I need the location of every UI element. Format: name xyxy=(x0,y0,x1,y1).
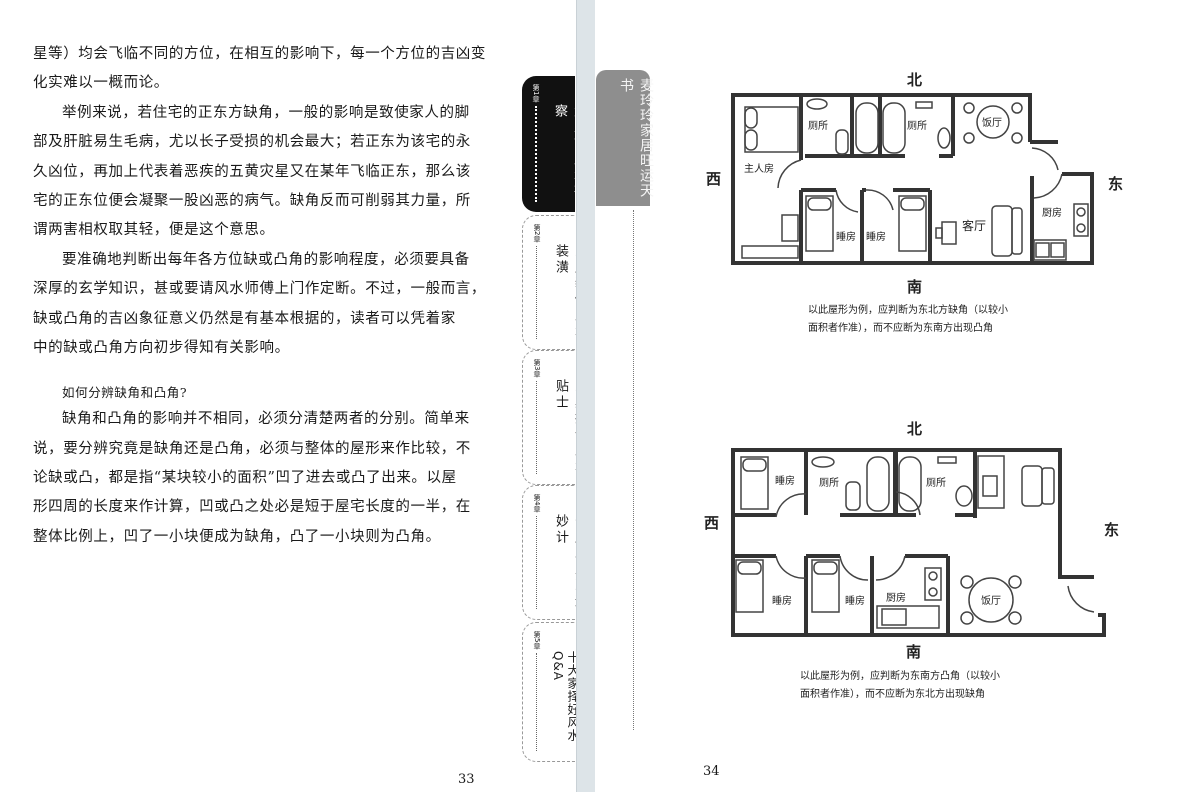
section-heading: 如何分辨缺角和凸角? xyxy=(62,385,188,401)
chapter-number: 第5章 xyxy=(533,631,541,650)
text-line: 部及肝脏易生毛病，尤以长子受损的机会最大；若正东为该宅的永 xyxy=(33,134,471,151)
chapter-number: 第4章 xyxy=(533,494,541,513)
chapter-number: 第2章 xyxy=(533,224,541,243)
room-label: 睡房 xyxy=(866,230,886,243)
compass-north: 北 xyxy=(907,420,922,438)
text-line: 宅的正东位便会凝聚一股凶恶的病气。缺角反而可削弱其力量，所 xyxy=(33,192,471,209)
compass-west: 西 xyxy=(706,170,721,188)
caption-line: 以此屋形为例，应判断为东北方缺角（以较小 xyxy=(808,305,1008,316)
room-label: 睡房 xyxy=(775,474,795,487)
text-line: 化实难以一概而论。 xyxy=(33,75,169,92)
page-number: 33 xyxy=(458,772,475,787)
plan2-walls xyxy=(731,448,1106,637)
text-line: 举例来说，若住宅的正东方缺角，一般的影响是致使家人的脚 xyxy=(62,104,470,121)
body-text: 星等）均会飞临不同的方位，在相互的影响下，每一个方位的吉凶变 化实难以一概而论。… xyxy=(33,40,486,552)
text-line: 说，要分辨究竟是缺角还是凸角，必须与整体的屋形来作比较，不 xyxy=(33,440,471,457)
book-title-tab: 麦玲玲家居旺运天书 xyxy=(596,70,654,206)
room-label: 睡房 xyxy=(772,594,792,607)
chapter-number: 第3章 xyxy=(533,359,541,378)
plan1-walls xyxy=(731,93,1094,265)
text-line: 缺或凸角的吉凶象征意义仍然是有基本根据的，读者可以凭着家 xyxy=(33,310,456,327)
room-label: 主人房 xyxy=(744,162,774,175)
chapter-tab-1[interactable]: 第1章 置业前风水勘察 xyxy=(522,76,586,212)
compass-south: 南 xyxy=(906,643,921,661)
caption-line: 面积者作准），而不应断为东南方出现凸角 xyxy=(808,323,993,334)
room-label: 睡房 xyxy=(836,230,856,243)
figure-caption-1: 以此屋形为例，应判断为东北方缺角（以较小 面积者作准），而不应断为东南方出现凸角 xyxy=(808,302,1008,338)
text-line: 论缺或凸，都是指“某块较小的面积”凹了进去或凸了出来。以屋 xyxy=(33,470,457,487)
caption-line: 以此屋形为例，应判断为东南方凸角（以较小 xyxy=(800,671,1000,682)
text-line: 星等）均会飞临不同的方位，在相互的影响下，每一个方位的吉凶变 xyxy=(33,46,486,62)
book-title: 麦玲玲家居旺运天书 xyxy=(618,78,654,198)
right-page: 麦玲玲家居旺运天书 34 xyxy=(595,0,1188,792)
text-line: 中的缺或凸角方向初步得知有关影响。 xyxy=(33,339,290,356)
room-label: 厨房 xyxy=(886,591,906,604)
text-line: 整体比例上，凹了一小块便成为缺角，凸了一小块则为凸角。 xyxy=(33,528,441,545)
room-label: 厕所 xyxy=(808,120,828,132)
text-line: 缺角和凸角的影响并不相同，必须分清楚两者的分别。简单来 xyxy=(62,411,470,428)
room-label: 客厅 xyxy=(962,218,986,233)
caption-line: 面积者作准），而不应断为东北方出现缺角 xyxy=(800,689,985,700)
figure-caption-2: 以此屋形为例，应判断为东南方凸角（以较小 面积者作准），而不应断为东北方出现缺角 xyxy=(800,668,1000,704)
text-line: 深厚的玄学知识，甚或要请风水师傅上门作定断。不过，一般而言， xyxy=(33,281,486,298)
dotted-rule xyxy=(633,210,634,730)
plan2-furniture xyxy=(735,455,1095,629)
compass-east: 东 xyxy=(1108,175,1123,193)
compass-south: 南 xyxy=(907,278,922,296)
room-label: 睡房 xyxy=(845,594,865,607)
chapter-number: 第1章 xyxy=(532,84,540,103)
page-number: 34 xyxy=(703,764,720,779)
text-line: 形四周的长度来作计算，凹或凸之处必是短于屋宅长度的一半，在 xyxy=(33,499,471,516)
room-label: 厕所 xyxy=(819,477,839,489)
text-line: 要准确地判断出每年各方位缺或凸角的影响程度，必须要具备 xyxy=(62,251,470,268)
compass-east: 东 xyxy=(1104,521,1119,539)
compass-north: 北 xyxy=(907,71,922,89)
room-label: 厨房 xyxy=(1042,206,1062,219)
room-label: 饭厅 xyxy=(982,117,1002,129)
text-line: 谓两害相权取其轻，便是这个意思。 xyxy=(33,222,275,239)
room-label: 饭厅 xyxy=(981,595,1001,607)
text-line: 久凶位，再加上代表着恶疾的五黄灾星又在某年飞临正东，那么该 xyxy=(33,163,471,180)
room-label: 厕所 xyxy=(926,477,946,489)
left-page: 星等）均会飞临不同的方位，在相互的影响下，每一个方位的吉凶变 化实难以一概而论。… xyxy=(0,0,587,792)
room-label: 厕所 xyxy=(907,120,927,132)
compass-west: 西 xyxy=(704,514,719,532)
plan1-furniture xyxy=(741,98,1089,261)
